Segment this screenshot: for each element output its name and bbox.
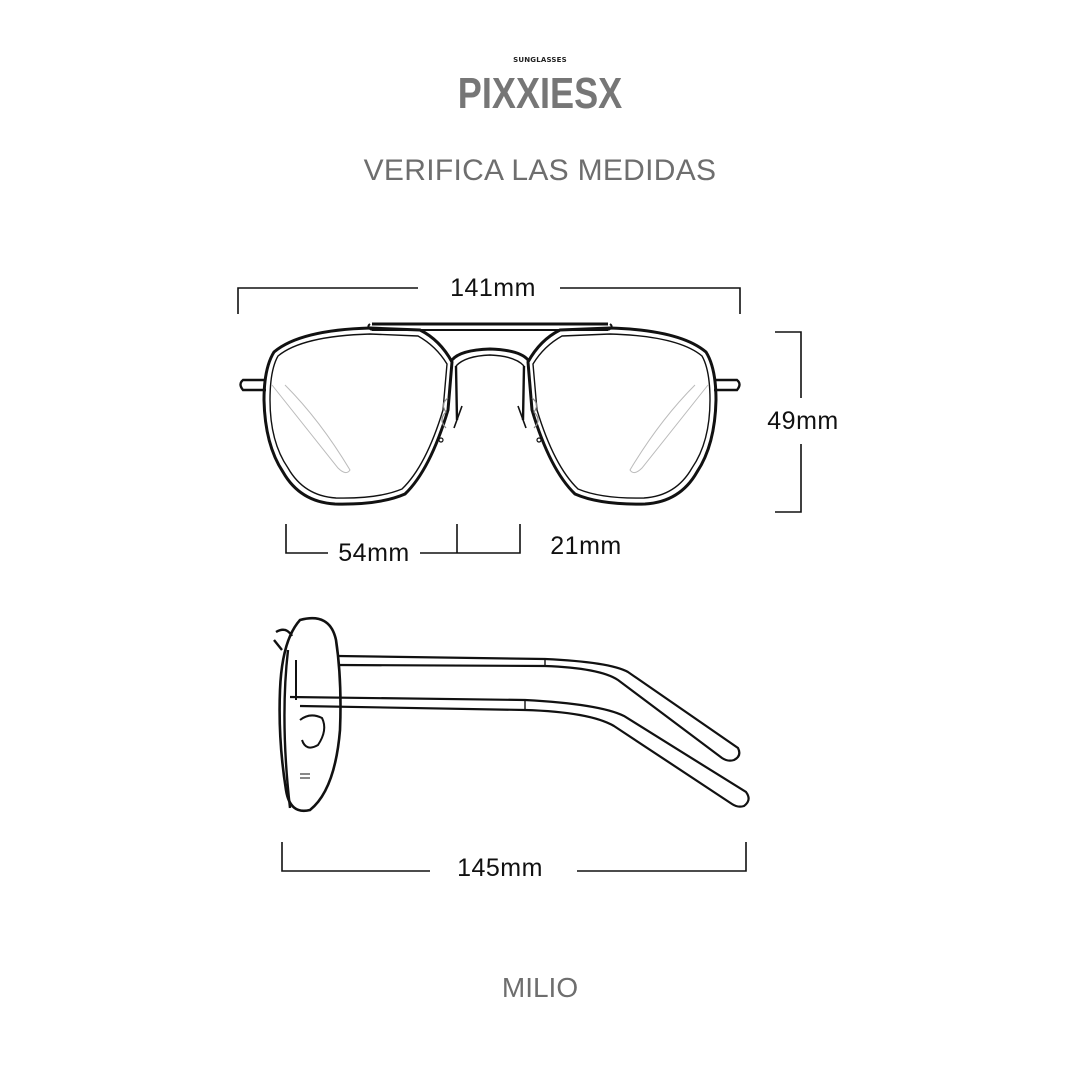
lens-dimension-right-line [420, 524, 521, 554]
glasses-side-drawing [273, 616, 750, 813]
bridge-width-label: 21mm [550, 532, 621, 560]
width-dimension-right-line [560, 287, 741, 314]
brand-logo: PIXXIESX SUNGLASSES [440, 52, 640, 118]
logo-wordmark: PIXXIESX [458, 69, 623, 118]
brand-tagline: SUNGLASSES [513, 56, 567, 64]
temple-length-label: 145mm [457, 854, 543, 882]
temple-dimension-left-line [281, 842, 430, 872]
lens-height-label: 49mm [767, 407, 838, 435]
glasses-front-drawing [239, 322, 741, 506]
height-dimension-top-line [775, 331, 802, 398]
lens-width-label: 54mm [338, 539, 409, 567]
lens-dimension-left-line [285, 524, 328, 554]
height-dimension-bottom-line [775, 444, 802, 513]
page-title: VERIFICA LAS MEDIDAS [363, 154, 717, 187]
front-view-diagram: 141mm 49mm 54mm 21mm [237, 274, 838, 567]
total-width-label: 141mm [450, 274, 536, 302]
brand-name: PIXXIESX [458, 69, 623, 118]
width-dimension-left-line [237, 287, 418, 314]
side-view-diagram: 145mm [273, 616, 750, 882]
temple-dimension-right-line [577, 842, 747, 872]
model-name: MILIO [501, 972, 579, 1003]
